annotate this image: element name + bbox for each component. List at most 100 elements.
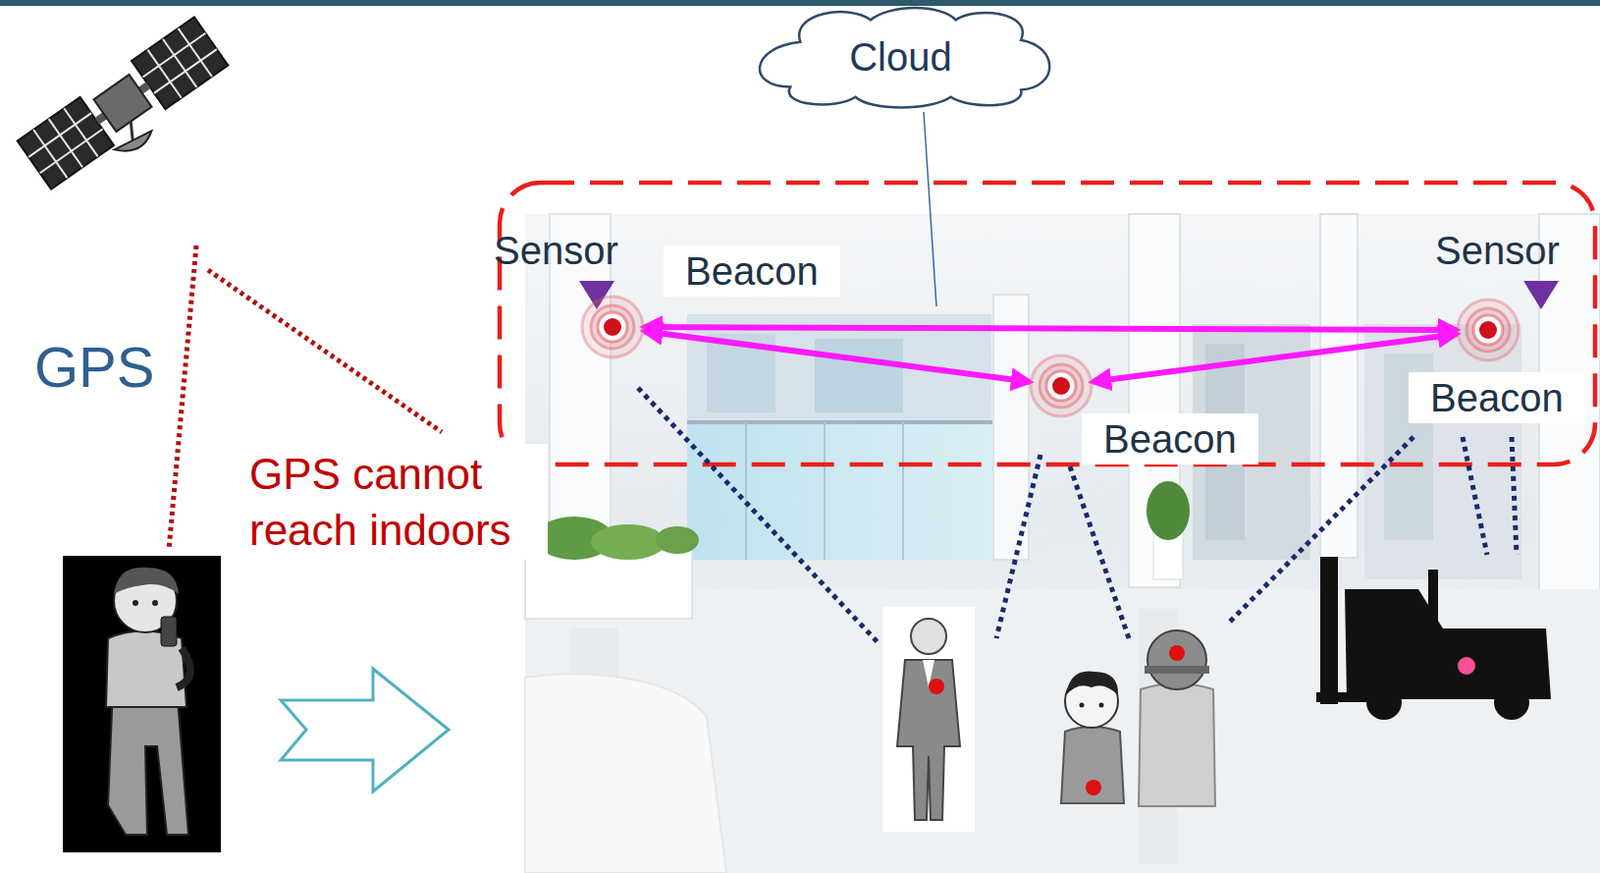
- illustration-part: [1147, 630, 1207, 690]
- illustration-part: [132, 599, 139, 606]
- illustration-part: [902, 422, 905, 560]
- mall-photo: [525, 213, 1600, 873]
- cloud-link: [923, 111, 937, 307]
- illustration-part: [1169, 644, 1185, 661]
- label-holder: GPS cannot reach indoors: [245, 443, 548, 560]
- beacon-ring: [590, 305, 635, 349]
- illustration-part: [638, 387, 879, 643]
- beacon-ring: [1039, 364, 1083, 408]
- beacon-link-arrow: [1092, 333, 1457, 382]
- illustration-part: [176, 647, 191, 688]
- beacon-ring: [597, 312, 628, 342]
- beacon-symbol: [1029, 354, 1093, 418]
- top-bar: [0, 0, 1600, 6]
- beacon-link-arrow: [643, 330, 1030, 382]
- illustration-part: [1138, 683, 1216, 806]
- illustration-part: [1320, 556, 1338, 704]
- beacon-dot: [1052, 376, 1070, 395]
- beacon-label: Beacon: [663, 245, 841, 297]
- illustration-part: [928, 678, 945, 694]
- illustration-part: [687, 420, 1002, 425]
- illustration-part: [208, 269, 442, 432]
- illustration-part: [1344, 588, 1551, 699]
- illustration-part: [1364, 323, 1522, 580]
- illustration-part: [62, 555, 221, 853]
- label-holder: GPS: [30, 329, 160, 404]
- beacon-node: Beacon: [581, 295, 644, 359]
- beacon-label: Beacon: [1081, 413, 1259, 465]
- illustration-part: [1066, 671, 1119, 696]
- beacon-ring: [1030, 355, 1092, 417]
- beacon-ring: [1466, 308, 1510, 352]
- illustration-part: [1493, 684, 1530, 720]
- illustration-part: [814, 338, 904, 413]
- illustration-part: [17, 97, 114, 190]
- illustration-part: [152, 599, 159, 606]
- beacon-symbol: [1456, 298, 1520, 362]
- child-figure: [1061, 671, 1124, 804]
- note-label: GPS cannot reach indoors: [245, 443, 548, 560]
- cloud-node: Cloud: [740, 1, 1062, 112]
- illustration-part: [1320, 213, 1358, 558]
- illustration-part: [1457, 656, 1476, 675]
- gps-label: GPS: [30, 329, 160, 404]
- illustration-part: [1146, 480, 1190, 540]
- illustration-part: [590, 524, 666, 560]
- beacon-symbol: [581, 295, 644, 359]
- worker-figure: [1138, 630, 1216, 806]
- illustration-part: [996, 454, 1041, 639]
- illustration-part: [107, 687, 189, 835]
- illustration-part: [94, 74, 153, 132]
- illustration-part: [993, 294, 1029, 560]
- illustration-part: [655, 526, 699, 554]
- illustration-part: [525, 213, 1600, 873]
- label-holder: Sensor: [489, 224, 623, 276]
- satellite-icon: [17, 16, 238, 203]
- illustration-part: [114, 125, 157, 160]
- beacon-ring: [1046, 371, 1076, 401]
- illustration-part: [525, 673, 727, 873]
- illustration-part: [1144, 665, 1210, 674]
- illustration-part: [1069, 466, 1129, 639]
- illustration-part: [823, 422, 826, 560]
- illustration-part: [745, 422, 747, 560]
- illustration-part: [1428, 569, 1439, 629]
- illustration-part: [525, 549, 693, 619]
- beacon-ring: [1457, 299, 1519, 361]
- illustration-part: [17, 97, 114, 190]
- beacon-dot: [1479, 320, 1497, 339]
- illustration-part: [1523, 280, 1559, 310]
- beacon-node: Beacon: [1456, 298, 1520, 362]
- cloud-label: Cloud: [849, 37, 953, 77]
- beacon-label: Beacon: [1408, 372, 1586, 424]
- sensor-network-region: [499, 182, 1596, 465]
- businessman-figure: [882, 606, 975, 832]
- illustration-part: [1099, 702, 1105, 708]
- illustration-part: [897, 659, 960, 820]
- illustration-part: [131, 16, 228, 109]
- illustration-part: [910, 618, 947, 654]
- illustration-part: [1511, 436, 1517, 555]
- illustration-part: [131, 16, 228, 109]
- illustration-part: [1366, 684, 1402, 720]
- illustration-part: [113, 567, 179, 594]
- cloud-outline: [759, 7, 1050, 107]
- beacon-ring: [1473, 315, 1503, 345]
- sensor-label: Sensor: [489, 224, 623, 276]
- forklift-figure: [1316, 556, 1551, 720]
- illustration-part: [882, 606, 975, 832]
- label-holder: Sensor: [1431, 224, 1564, 276]
- illustration-part: [1079, 702, 1085, 708]
- transition-arrow: [280, 668, 449, 792]
- sensor-label: Sensor: [1431, 224, 1564, 276]
- beacon-ring: [582, 296, 643, 358]
- beacon-dot: [603, 318, 622, 336]
- illustration-part: [525, 588, 1600, 873]
- person-with-phone: [62, 555, 221, 853]
- illustration-part: [1085, 779, 1102, 796]
- beacon-link-arrow: [643, 326, 1457, 330]
- illustration-part: [168, 245, 197, 550]
